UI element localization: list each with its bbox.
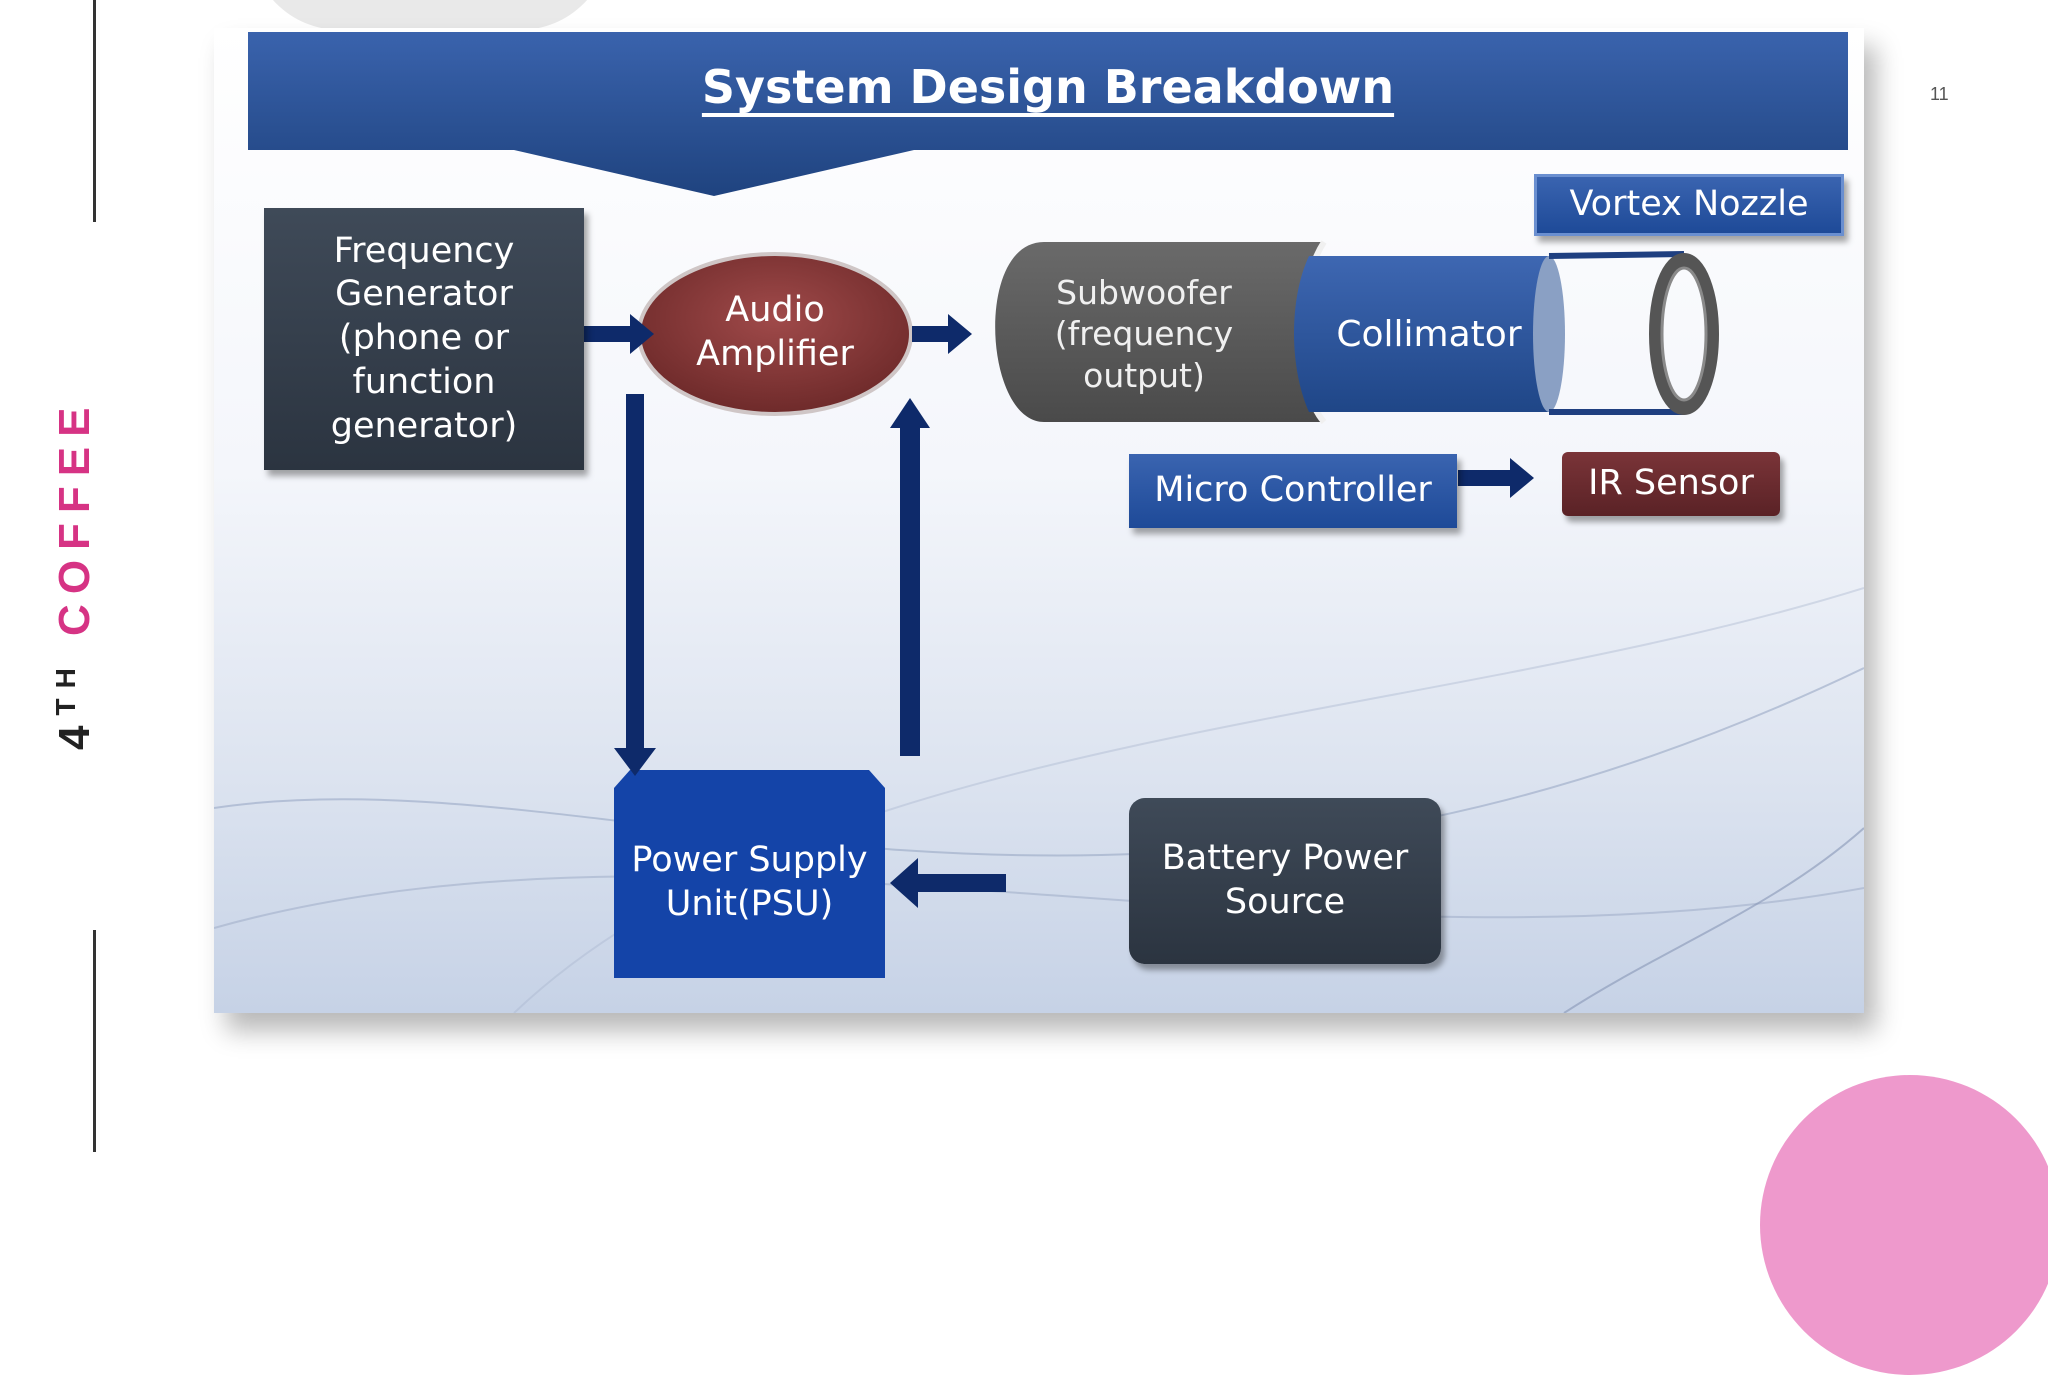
diagram-title: System Design Breakdown	[701, 60, 1395, 114]
arrow-psu-to-amp	[890, 398, 930, 756]
arrow-amp-to-sub	[912, 314, 972, 354]
arrow-amp-to-psu	[614, 394, 656, 776]
collimator-end	[1533, 256, 1565, 412]
nozzle-ring	[1649, 253, 1719, 415]
brand-suffix: TH	[50, 658, 81, 716]
subwoofer-label: Subwoofer (frequency output)	[1054, 273, 1234, 395]
battery-power-box: Battery Power Source	[1129, 798, 1441, 964]
nozzle-ring-shine	[1660, 266, 1708, 402]
brand-number: 4	[50, 715, 99, 750]
micro-controller-box: Micro Controller	[1129, 454, 1457, 528]
vortex-nozzle-box: Vortex Nozzle	[1534, 174, 1844, 236]
arrow-freq-to-amp	[582, 314, 654, 354]
page-number: 11	[1930, 84, 1949, 104]
brand-logo: 4TH COFFEE	[50, 398, 110, 751]
decorative-circle-pink	[1760, 1075, 2048, 1375]
bg-swoosh-2	[214, 875, 1864, 929]
diagram-shapes	[214, 32, 1864, 1013]
bg-swoosh-4	[1563, 827, 1864, 1013]
collimator-shape	[1294, 256, 1549, 412]
arrow-mc-to-ir	[1458, 458, 1534, 498]
frame-line-top	[93, 0, 96, 222]
bg-swoosh-1	[214, 667, 1864, 857]
frequency-generator-box: Frequency Generator (phone or function g…	[264, 208, 584, 470]
brand-word: COFFEE	[50, 397, 99, 636]
psu-shape	[614, 770, 885, 978]
arrow-battery-to-psu	[890, 858, 1006, 908]
ir-sensor-box: IR Sensor	[1562, 452, 1780, 516]
frame-line-bottom	[93, 930, 96, 1152]
nozzle-top-line	[1548, 251, 1685, 259]
subwoofer-shape	[995, 242, 1324, 422]
decorative-circle-top	[250, 0, 610, 30]
audio-amplifier-label: Audio Amplifier	[696, 290, 854, 374]
collimator-label: Collimator	[1336, 313, 1522, 355]
power-supply-label: Power Supply Unit(PSU)	[631, 840, 868, 924]
title-banner	[248, 32, 1848, 196]
diagram-image: System Design Breakdown Frequency Genera…	[214, 28, 1864, 1013]
